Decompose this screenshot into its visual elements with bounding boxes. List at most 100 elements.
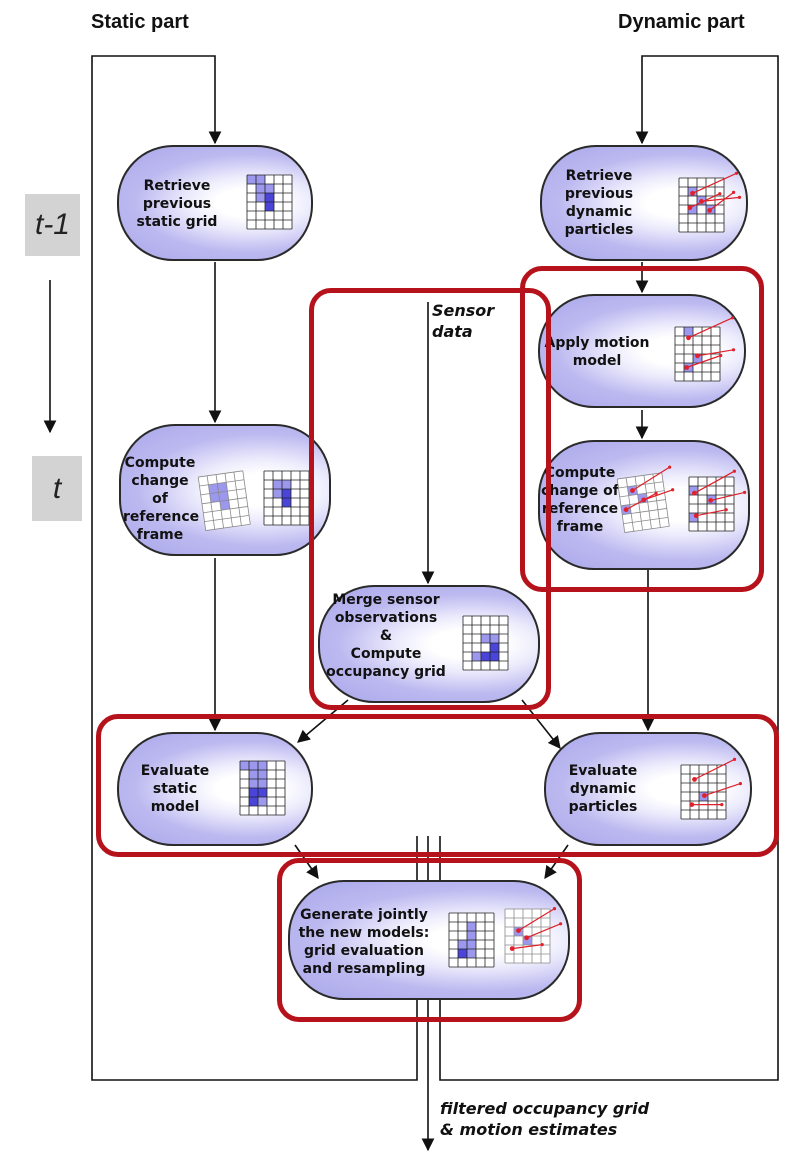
particle-velocity-arrow — [701, 196, 740, 202]
particle-velocity-arrow — [709, 191, 734, 211]
particle-arrow-head — [718, 192, 722, 196]
highlight-evaluate-row — [96, 714, 779, 857]
node-label: Retrieve previous dynamic particles — [564, 168, 634, 238]
grid-line — [624, 525, 670, 533]
rotated-grid-icon — [197, 464, 290, 537]
node-evaluate-static-model: Evaluate static model — [117, 732, 313, 846]
grid-cell — [467, 949, 476, 958]
particle-velocity-arrow — [697, 349, 734, 357]
particle-arrow-head — [730, 316, 735, 320]
particle-dot — [702, 793, 707, 798]
particle-dot — [687, 205, 693, 211]
particle-velocity-arrow — [625, 492, 657, 511]
particle-dot — [693, 513, 699, 519]
grid-line — [200, 488, 246, 496]
particle-grid-icon — [678, 171, 763, 239]
grid-cell — [282, 498, 291, 507]
node-merge-sensor-observations: Merge sensor observations & Compute occu… — [318, 585, 540, 703]
particle-arrow-head — [737, 195, 742, 199]
grid-drawing — [462, 615, 509, 671]
sensor-data-label: Sensor data — [432, 301, 495, 341]
particle-arrow-head — [743, 490, 747, 494]
node-label: Compute change of reference frame — [123, 455, 200, 543]
particle-dot — [690, 190, 695, 196]
grid-cell — [684, 327, 693, 336]
grid-cell — [689, 486, 698, 495]
particle-dot — [695, 353, 700, 359]
highlight-motion-model — [520, 266, 764, 592]
particle-velocity-arrow — [694, 758, 735, 780]
rotated-particle-grid-icon — [616, 465, 709, 539]
grid-drawing — [688, 469, 747, 532]
node-label: Apply motion model — [544, 335, 650, 369]
particle-arrow-head — [731, 348, 736, 352]
particle-arrow-head — [671, 488, 675, 492]
particle-arrow-head — [734, 171, 739, 175]
grid-cell — [265, 202, 274, 211]
node-retrieve-dynamic-particles: Retrieve previous dynamic particles — [540, 145, 748, 261]
particle-arrow-head — [559, 922, 563, 926]
particle-velocity-arrow — [704, 783, 741, 797]
grid-cell — [258, 761, 267, 770]
grid-line — [201, 497, 247, 505]
particle-velocity-arrow — [518, 908, 555, 932]
particle-grid-icon — [674, 316, 759, 388]
dynamic-loop-line — [439, 55, 779, 1081]
particle-velocity-arrow — [526, 923, 561, 939]
particle-dot — [516, 928, 521, 933]
particle-velocity-arrow — [643, 489, 673, 501]
node-label: Evaluate static model — [140, 763, 210, 815]
particle-velocity-arrow — [686, 354, 721, 369]
grid-cell — [458, 949, 467, 958]
time-label-current: t — [32, 456, 82, 521]
particle-dot — [641, 497, 647, 503]
particle-grid-icon — [680, 757, 765, 826]
particle-grid-icon — [688, 469, 773, 538]
particle-velocity-arrow — [710, 491, 745, 501]
grid-drawing — [674, 316, 736, 382]
node-compute-change-dynamic: Compute change of reference frame — [538, 440, 750, 570]
particle-arrow-head — [667, 465, 672, 469]
particle-arrow-head — [719, 353, 723, 358]
grid-line — [623, 516, 669, 525]
node-label: Generate jointly the new models: grid ev… — [298, 907, 430, 977]
grid-cell — [273, 480, 282, 489]
grid-cell — [249, 779, 258, 788]
particle-arrow-head — [732, 757, 737, 761]
particle-arrow-head — [724, 508, 728, 512]
grid-cell — [258, 779, 267, 788]
grid-cell — [249, 797, 258, 806]
particle-dot — [686, 335, 691, 341]
node-evaluate-dynamic-particles: Evaluate dynamic particles — [544, 732, 752, 846]
grid-cell — [247, 175, 256, 184]
particle-dot — [692, 777, 697, 782]
static-part-header: Static part — [91, 11, 189, 33]
grid-cell — [693, 354, 702, 363]
particle-velocity-arrow — [696, 509, 727, 517]
particle-dot — [692, 490, 697, 496]
particle-dot — [708, 498, 713, 503]
grid-cell — [688, 205, 697, 214]
particle-arrow-head — [738, 782, 742, 786]
node-generate-jointly: Generate jointly the new models: grid ev… — [288, 880, 570, 1000]
grid-cell — [490, 634, 499, 643]
highlight-generate — [277, 858, 582, 1022]
particle-dot — [509, 946, 515, 951]
grid-cell — [256, 175, 265, 184]
grid-drawing — [504, 907, 563, 964]
particle-dot — [684, 365, 690, 370]
grid-cell — [256, 193, 265, 202]
grid-cell — [282, 480, 291, 489]
particle-arrow-head — [720, 803, 724, 807]
node-retrieve-static-grid: Retrieve previous static grid — [117, 145, 313, 261]
grid-line — [203, 506, 248, 514]
node-apply-motion-model: Apply motion model — [538, 294, 746, 408]
grid-cell — [481, 652, 490, 661]
grid-drawing — [616, 465, 675, 533]
particle-arrow-head — [540, 943, 544, 947]
grid-cell — [217, 482, 228, 493]
grid-cell — [282, 489, 291, 498]
grid-cell — [467, 931, 476, 940]
grid-cell — [258, 770, 267, 779]
